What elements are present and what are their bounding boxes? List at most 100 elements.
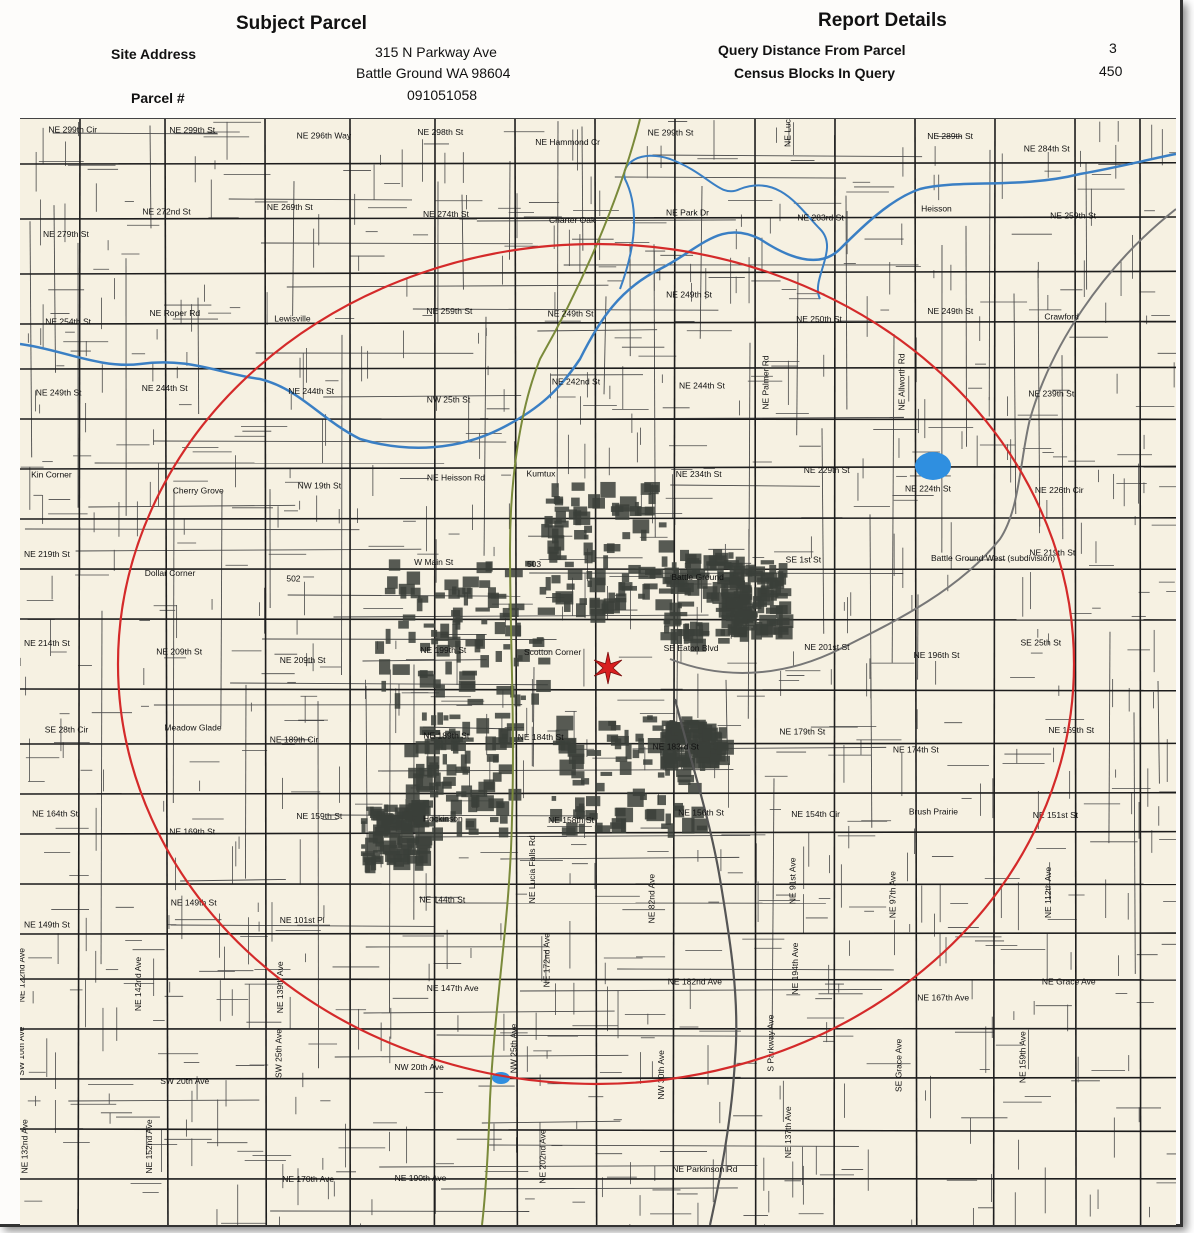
highway-south [673, 698, 738, 1225]
urban-block [685, 560, 701, 569]
minor-road [1085, 162, 1088, 290]
street-label: NE 158th St [548, 815, 594, 825]
street-label: NE 219th St [24, 549, 70, 559]
street-label: NE 159th Ave [1017, 1031, 1027, 1083]
urban-block [435, 684, 445, 698]
minor-road [652, 154, 923, 158]
urban-block [589, 813, 598, 820]
urban-block [413, 773, 424, 787]
urban-block [687, 573, 700, 579]
urban-block [394, 807, 409, 819]
urban-block [658, 588, 675, 594]
urban-block [603, 555, 609, 570]
street-label: Meadow Glade [164, 723, 221, 733]
street-label: NE 167th Ave [917, 992, 969, 1002]
urban-block [440, 623, 450, 638]
urban-block [571, 771, 585, 779]
urban-block [578, 823, 585, 834]
urban-block [628, 564, 641, 574]
urban-block [420, 642, 431, 652]
urban-block [643, 759, 653, 765]
urban-block [416, 598, 423, 612]
street-label: NE 159th St [296, 811, 342, 821]
urban-block [539, 586, 547, 595]
urban-block [432, 827, 443, 841]
urban-block [415, 831, 433, 846]
urban-block [547, 540, 559, 554]
urban-block [638, 738, 645, 754]
urban-block [461, 785, 473, 798]
urban-block [752, 596, 762, 610]
urban-block [619, 582, 633, 591]
urban-block [470, 789, 488, 797]
urban-block [687, 558, 700, 563]
urban-block [401, 819, 413, 833]
urban-block [506, 723, 525, 731]
major-road [20, 791, 1176, 795]
street-label: Brush Prairie [909, 807, 958, 817]
urban-block [689, 621, 698, 636]
minor-road [323, 395, 522, 398]
urban-block [551, 483, 559, 498]
urban-block [568, 509, 577, 520]
urban-block [361, 821, 366, 834]
street-label: SW 10th Ave [20, 1026, 26, 1075]
street-label: NE 249th St [548, 308, 594, 318]
urban-block [494, 712, 511, 719]
site-address-line-2: Battle Ground WA 98604 [356, 65, 511, 81]
urban-block [584, 552, 593, 564]
street-label: NE 189th Cir [270, 734, 319, 744]
urban-block [625, 743, 632, 760]
street-label: NE Roper Rd [150, 308, 201, 318]
urban-block [602, 601, 614, 615]
street-label: Hockinson [423, 814, 463, 824]
urban-block [457, 737, 474, 742]
urban-block [648, 493, 656, 505]
urban-block [498, 728, 509, 743]
urban-block [644, 809, 657, 820]
urban-block [375, 641, 385, 654]
urban-block [712, 592, 730, 604]
urban-block [595, 782, 605, 792]
urban-block [448, 728, 456, 734]
urban-block [476, 634, 485, 649]
street-label: W Main St [414, 557, 454, 567]
urban-block [567, 744, 585, 757]
urban-block [624, 729, 629, 744]
urban-block [381, 680, 387, 692]
street-label: NE 289th St [927, 131, 973, 141]
minor-road [260, 242, 533, 245]
street-label: NE 154th Cir [791, 809, 840, 819]
street-label: NE 151st St [1033, 810, 1079, 820]
urban-block [408, 767, 424, 779]
street-label: NE 147th Ave [427, 983, 479, 993]
urban-block [703, 737, 710, 745]
street-label: NE 283rd St [797, 213, 844, 223]
urban-block [438, 817, 449, 822]
major-road [20, 517, 1176, 520]
major-road [992, 119, 996, 1225]
minor-road [149, 125, 152, 229]
urban-block [430, 791, 439, 798]
urban-block [421, 712, 427, 721]
street-label: SE 1st St [786, 555, 822, 565]
major-road [672, 119, 676, 1225]
urban-block [431, 638, 439, 645]
urban-block [536, 637, 544, 642]
urban-block [680, 582, 694, 593]
urban-block [734, 614, 750, 624]
urban-block [537, 607, 555, 615]
street-label: Battle Ground [671, 572, 724, 582]
urban-block [759, 624, 776, 635]
minor-road [244, 684, 247, 879]
urban-block [760, 572, 775, 582]
minor-road [68, 1099, 260, 1102]
minor-road [170, 924, 435, 927]
major-road [20, 688, 1176, 692]
urban-block [584, 525, 593, 533]
major-road [264, 119, 268, 1225]
street-label: NE 149th St [24, 920, 70, 930]
urban-block [505, 625, 522, 637]
urban-block [408, 803, 426, 815]
